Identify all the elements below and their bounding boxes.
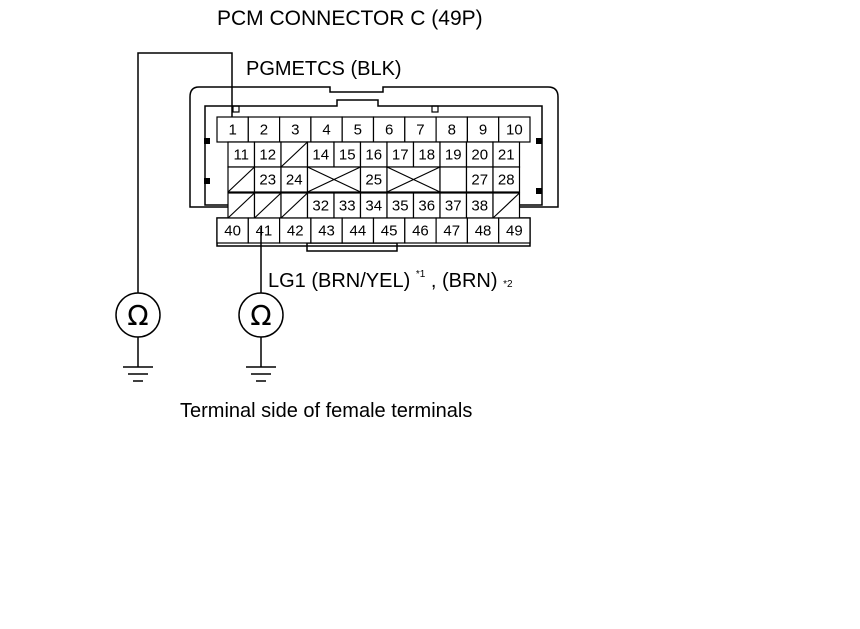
- terminal-32: 32: [312, 198, 329, 215]
- terminal-40: 40: [224, 223, 241, 240]
- terminal-cell: [465, 166, 494, 193]
- terminal-12: 12: [259, 147, 276, 164]
- terminal-33: 33: [339, 198, 356, 215]
- terminal-1: 1: [228, 122, 236, 139]
- terminal-cell: [404, 217, 437, 244]
- terminal-18: 18: [418, 147, 435, 164]
- terminal-28: 28: [498, 172, 515, 189]
- terminal-17: 17: [392, 147, 409, 164]
- blank-terminal-mark: [227, 166, 255, 193]
- terminal-25: 25: [365, 172, 382, 189]
- terminal-6: 6: [385, 122, 393, 139]
- terminal-cell: [498, 116, 531, 143]
- ohm-icon: Ω: [127, 299, 148, 332]
- terminal-cell: [435, 116, 469, 143]
- terminal-cell: [333, 192, 362, 219]
- terminal-cell: [280, 166, 309, 193]
- terminal-46: 46: [412, 223, 429, 240]
- terminal-24: 24: [286, 172, 303, 189]
- terminal-cell: [359, 166, 388, 193]
- terminal-7: 7: [416, 122, 424, 139]
- blank-terminal-mark: [254, 192, 282, 219]
- terminal-cell: [439, 166, 468, 193]
- terminal-23: 23: [259, 172, 276, 189]
- terminal-cell: [359, 141, 388, 168]
- blank-terminal-mark: [280, 141, 308, 168]
- terminal-cell: [492, 166, 521, 193]
- label-lg1: LG1 (BRN/YEL) *1 , (BRN) *2: [268, 260, 513, 292]
- caption: Terminal side of female terminals: [180, 400, 472, 422]
- terminal-14: 14: [312, 147, 329, 164]
- terminal-cell: [310, 217, 343, 244]
- terminal-47: 47: [443, 223, 460, 240]
- terminal-9: 9: [479, 122, 487, 139]
- terminal-cell: [310, 116, 343, 143]
- terminal-cell: [247, 217, 281, 244]
- label-pgmetcs: PGMETCS (BLK): [246, 58, 402, 80]
- blank-terminal-mark: [492, 192, 520, 219]
- terminal-5: 5: [354, 122, 362, 139]
- blank-terminal-mark: [227, 192, 255, 219]
- terminal-16: 16: [365, 147, 382, 164]
- cavity-x-mark: [386, 166, 441, 193]
- terminal-41: 41: [256, 223, 273, 240]
- footnote-2: *2: [503, 279, 513, 290]
- svg-text:LG1 (BRN/YEL) *1 ,: LG1 (BRN/YEL) *1 , (BRN) *2: [268, 260, 513, 292]
- terminal-cell: [372, 116, 406, 143]
- terminal-2: 2: [260, 122, 268, 139]
- terminal-49: 49: [506, 223, 523, 240]
- terminal-42: 42: [287, 223, 304, 240]
- terminal-cell: [372, 217, 406, 244]
- blank-terminal-mark: [280, 192, 308, 219]
- diagram-title: PCM CONNECTOR C (49P): [217, 7, 483, 30]
- ground-icon: [246, 366, 276, 382]
- terminal-43: 43: [318, 223, 335, 240]
- terminal-48: 48: [475, 223, 492, 240]
- footnote-1: *1: [416, 269, 426, 280]
- terminal-36: 36: [418, 198, 435, 215]
- label-brn: , (BRN): [431, 270, 498, 292]
- terminal-27: 27: [471, 172, 488, 189]
- terminal-8: 8: [448, 122, 456, 139]
- terminal-20: 20: [471, 147, 488, 164]
- terminal-cell: [466, 217, 500, 244]
- terminal-4: 4: [322, 122, 330, 139]
- label-lg1-main: LG1 (BRN/YEL): [268, 270, 410, 292]
- terminal-34: 34: [365, 198, 382, 215]
- terminal-10: 10: [506, 122, 523, 139]
- ground-icon: [123, 366, 153, 382]
- terminal-37: 37: [445, 198, 462, 215]
- terminal-38: 38: [471, 198, 488, 215]
- terminal-44: 44: [350, 223, 367, 240]
- terminal-3: 3: [291, 122, 299, 139]
- terminal-21: 21: [498, 147, 515, 164]
- terminal-45: 45: [381, 223, 398, 240]
- terminal-19: 19: [445, 147, 462, 164]
- terminal-cell: [279, 217, 312, 244]
- terminal-15: 15: [339, 147, 356, 164]
- terminal-11: 11: [233, 147, 249, 164]
- cavity-x-mark: [307, 166, 361, 193]
- terminal-cell: [341, 217, 375, 244]
- ohm-icon: Ω: [250, 299, 271, 332]
- terminal-35: 35: [392, 198, 409, 215]
- ohmmeter-1: Ω: [115, 292, 161, 367]
- wire-pgmetcs: [137, 52, 233, 293]
- ohmmeter-2: Ω: [238, 292, 284, 367]
- terminal-cell: [498, 217, 531, 244]
